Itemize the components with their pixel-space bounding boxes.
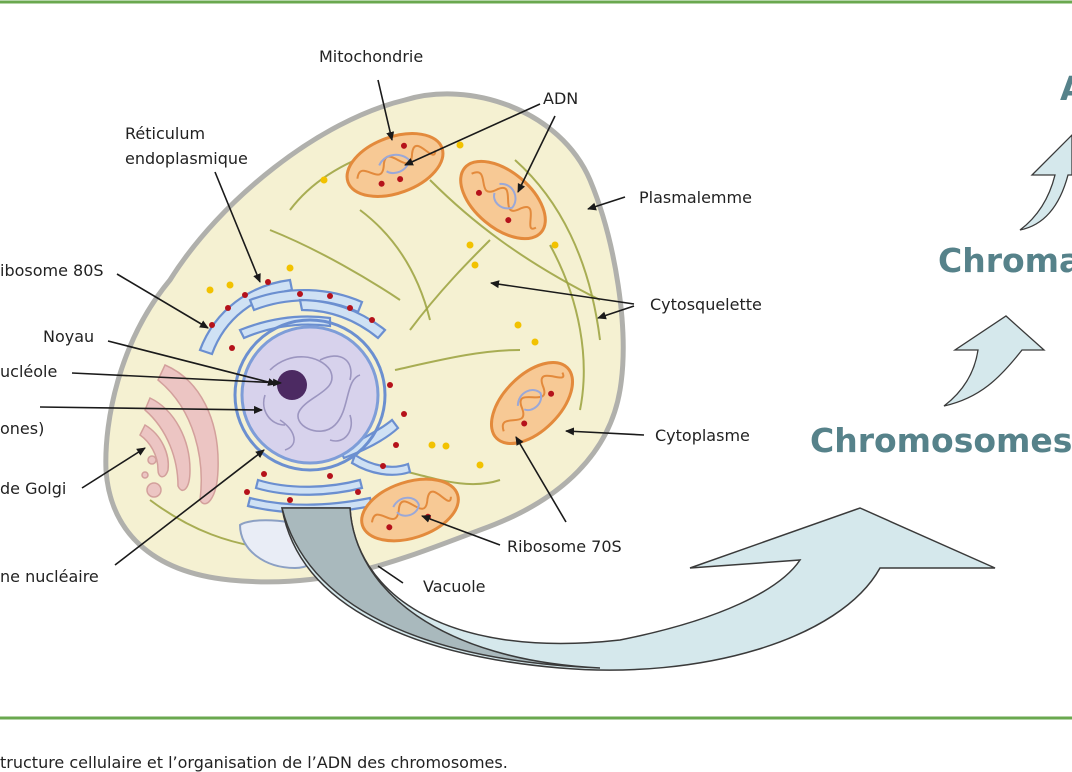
label-ribosome-80s: ibosome 80S [0, 261, 104, 280]
endoplasmic-reticulum [198, 278, 412, 514]
label-nucleole: ucléole [0, 362, 57, 381]
label-noyau: Noyau [43, 327, 94, 346]
label-histones: ones) [0, 419, 44, 438]
structure-labels: Mitochondrie ADN Réticulum endoplasmique… [0, 47, 762, 596]
stage-top-label: A [1060, 69, 1072, 108]
stage-chromosomes-label: Chromosomes [810, 421, 1072, 460]
mitochondrion [459, 159, 547, 241]
ribosomes [209, 279, 407, 503]
label-cytosquelette: Cytosquelette [650, 295, 762, 314]
label-plasmalemme: Plasmalemme [639, 188, 752, 207]
big-curved-arrow-shadow [281, 507, 601, 669]
mitochondrion [360, 477, 460, 543]
label-vacuole: Vacuole [423, 577, 486, 596]
vacuole-pointer [377, 565, 404, 584]
label-mitochondrie: Mitochondrie [319, 47, 423, 66]
label-golgi: de Golgi [0, 479, 66, 498]
golgi-apparatus [139, 364, 219, 505]
label-adn: ADN [543, 89, 578, 108]
stage-middle-label: Chroma [938, 241, 1072, 280]
small-arrow [1019, 134, 1072, 231]
label-cytoplasme: Cytoplasme [655, 426, 750, 445]
mitochondrion [489, 360, 575, 446]
mitochondria [345, 132, 575, 543]
big-curved-arrow [281, 507, 996, 671]
label-ribosome-70s: Ribosome 70S [507, 537, 622, 556]
label-reticulum-line2: endoplasmique [125, 149, 248, 168]
chromatin [263, 355, 361, 451]
label-membrane-nucleaire: ne nucléaire [0, 567, 99, 586]
label-pointers [39, 79, 645, 584]
figure-caption: tructure cellulaire et l’organisation de… [0, 753, 508, 772]
label-reticulum-line1: Réticulum [125, 124, 205, 143]
nucleolus [277, 370, 307, 400]
granules [206, 141, 559, 469]
nucleus [233, 318, 387, 472]
small-arrow [943, 315, 1046, 407]
